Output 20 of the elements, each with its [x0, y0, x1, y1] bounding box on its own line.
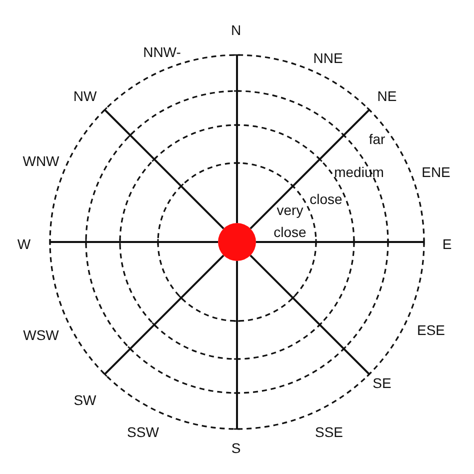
- compass-direction-label: W: [17, 236, 31, 252]
- compass-direction-label: SE: [372, 375, 392, 391]
- compass-direction-label: SW: [74, 392, 96, 408]
- compass-direction-label: ESE: [417, 322, 445, 338]
- compass-direction-label: SSW: [127, 424, 159, 440]
- compass-direction-label: NNW-: [143, 44, 181, 60]
- distance-zone-label: close: [310, 191, 342, 207]
- compass-direction-label: NNE: [313, 50, 343, 66]
- compass-direction-label: N: [230, 22, 242, 38]
- compass-direction-label: S: [231, 440, 241, 456]
- compass-direction-label: NE: [377, 88, 397, 104]
- compass-direction-label: NW: [73, 88, 97, 104]
- distance-zone-label: very close: [272, 201, 308, 242]
- distance-zone-label: far: [368, 131, 386, 147]
- compass-direction-label: WSW: [23, 327, 59, 343]
- compass-direction-label: SSE: [315, 424, 343, 440]
- compass-direction-label: E: [442, 236, 452, 252]
- compass-direction-label: WNW: [22, 153, 60, 169]
- compass-direction-label: ENE: [422, 164, 450, 180]
- distance-zone-label: medium: [334, 164, 384, 180]
